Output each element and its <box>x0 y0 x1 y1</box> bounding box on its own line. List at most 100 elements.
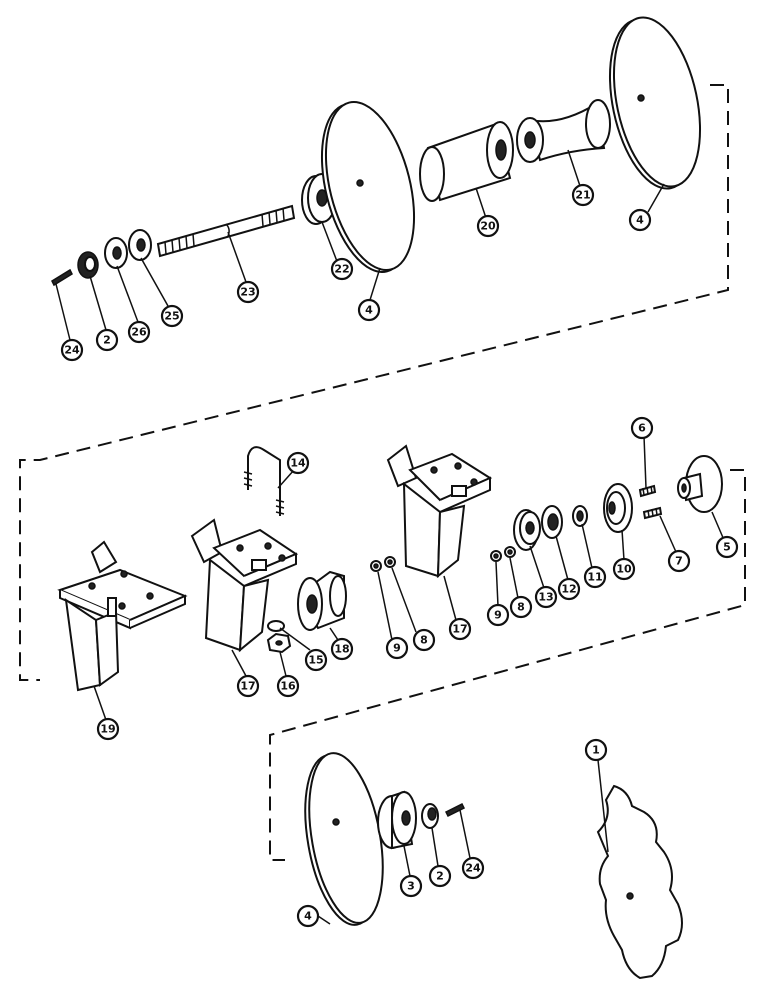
callout-15: 15 <box>304 648 328 672</box>
svg-text:1: 1 <box>592 744 600 757</box>
svg-text:17: 17 <box>452 623 467 636</box>
callout-19: 19 <box>96 717 120 741</box>
svg-text:7: 7 <box>675 555 683 568</box>
callout-8-left: 8 <box>412 628 436 652</box>
svg-text:11: 11 <box>587 571 602 584</box>
callout-8-right: 8 <box>509 595 533 619</box>
svg-text:3: 3 <box>407 880 415 893</box>
svg-text:6: 6 <box>638 422 646 435</box>
flange-plate-10 <box>603 483 633 533</box>
seal-11 <box>572 505 588 527</box>
svg-text:8: 8 <box>420 634 428 647</box>
callout-23: 23 <box>236 280 260 304</box>
callout-9-left: 9 <box>385 636 409 660</box>
callout-9-right: 9 <box>486 603 510 627</box>
svg-text:23: 23 <box>240 286 255 299</box>
top-group-boundary <box>19 84 729 681</box>
cotter-pin-bottom <box>444 802 466 818</box>
callout-24-bottom: 24 <box>461 856 485 880</box>
threaded-shaft <box>156 204 296 258</box>
svg-text:4: 4 <box>636 214 644 227</box>
callout-4-top-right: 4 <box>628 208 652 232</box>
svg-text:25: 25 <box>164 310 179 323</box>
svg-text:2: 2 <box>103 334 111 347</box>
svg-text:14: 14 <box>290 457 306 470</box>
mounting-bracket-17-right <box>386 444 493 579</box>
svg-text:21: 21 <box>575 189 590 202</box>
svg-text:9: 9 <box>393 642 401 655</box>
svg-text:17: 17 <box>240 680 255 693</box>
bearing-spool-3 <box>377 790 417 850</box>
svg-text:24: 24 <box>64 344 80 357</box>
callout-17-right: 17 <box>448 617 472 641</box>
middle-group-boundary <box>269 469 746 861</box>
callout-11: 11 <box>583 565 607 589</box>
svg-text:9: 9 <box>494 609 502 622</box>
callout-22: 22 <box>330 257 354 281</box>
callout-26: 26 <box>127 320 151 344</box>
callout-21: 21 <box>571 183 595 207</box>
svg-text:19: 19 <box>100 723 115 736</box>
nut-9-left <box>370 560 382 572</box>
callout-2-bottom: 2 <box>428 864 452 888</box>
bearing-flange-13 <box>513 509 541 551</box>
disc-blade-top-right <box>608 16 702 190</box>
svg-text:18: 18 <box>334 643 349 656</box>
svg-text:5: 5 <box>723 541 731 554</box>
callout-24-top: 24 <box>60 338 84 362</box>
svg-text:20: 20 <box>480 220 496 233</box>
callout-17-left: 17 <box>236 674 260 698</box>
leader-lines <box>55 149 725 925</box>
callout-4-bottom: 4 <box>296 904 320 928</box>
bearing-12 <box>541 505 563 539</box>
cotter-pin-top <box>51 268 73 287</box>
callout-12: 12 <box>557 577 581 601</box>
callout-4-top-left: 4 <box>357 298 381 322</box>
washer-26 <box>104 237 128 269</box>
callout-2-top: 2 <box>95 328 119 352</box>
hex-nut-16 <box>266 632 292 654</box>
callout-18: 18 <box>330 637 354 661</box>
callout-7: 7 <box>667 549 691 573</box>
hub-cone-18 <box>297 570 347 631</box>
callout-6: 6 <box>630 416 654 440</box>
bolt-7 <box>642 506 663 520</box>
u-bolt-14 <box>243 446 285 516</box>
mounting-bracket-19 <box>57 540 188 692</box>
svg-text:22: 22 <box>334 263 349 276</box>
callout-1: 1 <box>584 738 608 762</box>
nut-9-right <box>490 550 502 562</box>
callout-20: 20 <box>476 214 500 238</box>
svg-text:16: 16 <box>280 680 296 693</box>
notched-disc-blade-1 <box>596 784 683 980</box>
callout-14: 14 <box>286 451 310 475</box>
callout-13: 13 <box>534 585 558 609</box>
svg-text:13: 13 <box>538 591 553 604</box>
washer-8-left <box>384 556 396 568</box>
callout-5: 5 <box>715 535 739 559</box>
svg-text:24: 24 <box>465 862 481 875</box>
disc-blade-bottom <box>304 752 384 926</box>
washer-25 <box>128 229 152 261</box>
castle-nut-bottom <box>421 803 439 829</box>
svg-text:2: 2 <box>436 870 444 883</box>
bolt-6 <box>638 484 657 498</box>
castle-nut-top <box>77 251 99 279</box>
spool-21 <box>516 99 611 163</box>
svg-text:4: 4 <box>365 304 373 317</box>
svg-text:8: 8 <box>517 601 525 614</box>
svg-text:26: 26 <box>131 326 147 339</box>
callout-10: 10 <box>612 557 636 581</box>
callout-16: 16 <box>276 674 300 698</box>
svg-text:12: 12 <box>561 583 576 596</box>
callout-3: 3 <box>399 874 423 898</box>
svg-text:10: 10 <box>616 563 632 576</box>
svg-text:15: 15 <box>308 654 323 667</box>
disc-blade-top-left <box>320 100 416 274</box>
callout-25: 25 <box>160 304 184 328</box>
spacer-tube-20 <box>419 121 514 202</box>
mounting-bracket-17-left <box>190 518 299 653</box>
svg-text:4: 4 <box>304 910 312 923</box>
